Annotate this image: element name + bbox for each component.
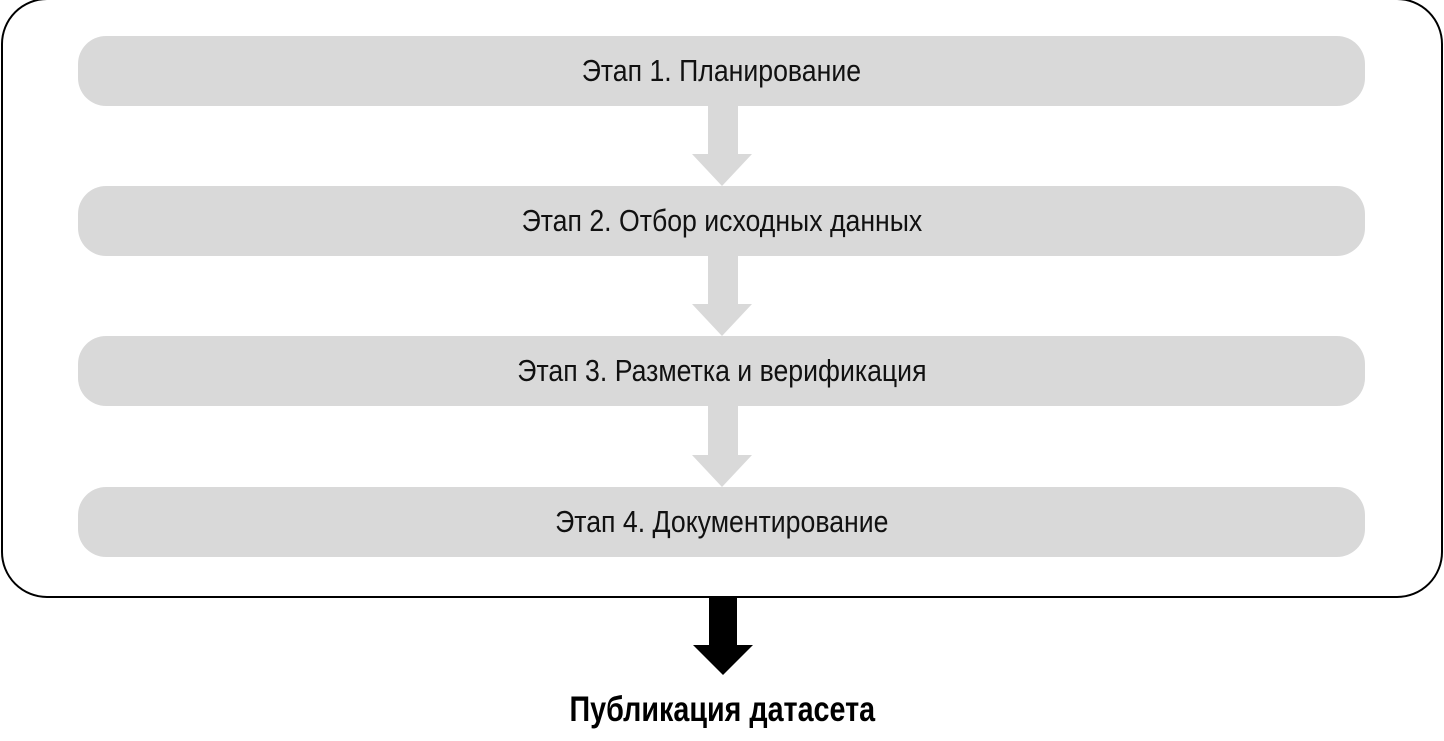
stage-3-box: Этап 3. Разметка и верификация (78, 336, 1365, 406)
arrow-down-icon (692, 406, 752, 487)
stage-1-label: Этап 1. Планирование (581, 53, 862, 88)
stage-2-box: Этап 2. Отбор исходных данных (78, 186, 1365, 256)
arrow-down-icon (692, 256, 752, 336)
stage-4-box: Этап 4. Документирование (78, 487, 1365, 557)
stage-2-label: Этап 2. Отбор исходных данных (521, 203, 922, 238)
stage-3-label: Этап 3. Разметка и верификация (516, 353, 927, 388)
arrow-down-icon (692, 106, 752, 186)
result-label-wrap: Публикация датасета (0, 690, 1444, 730)
result-label: Публикация датасета (569, 690, 875, 729)
stage-1-box: Этап 1. Планирование (78, 36, 1365, 106)
stage-4-label: Этап 4. Документирование (554, 504, 889, 539)
output-arrow-down-icon (693, 597, 753, 675)
